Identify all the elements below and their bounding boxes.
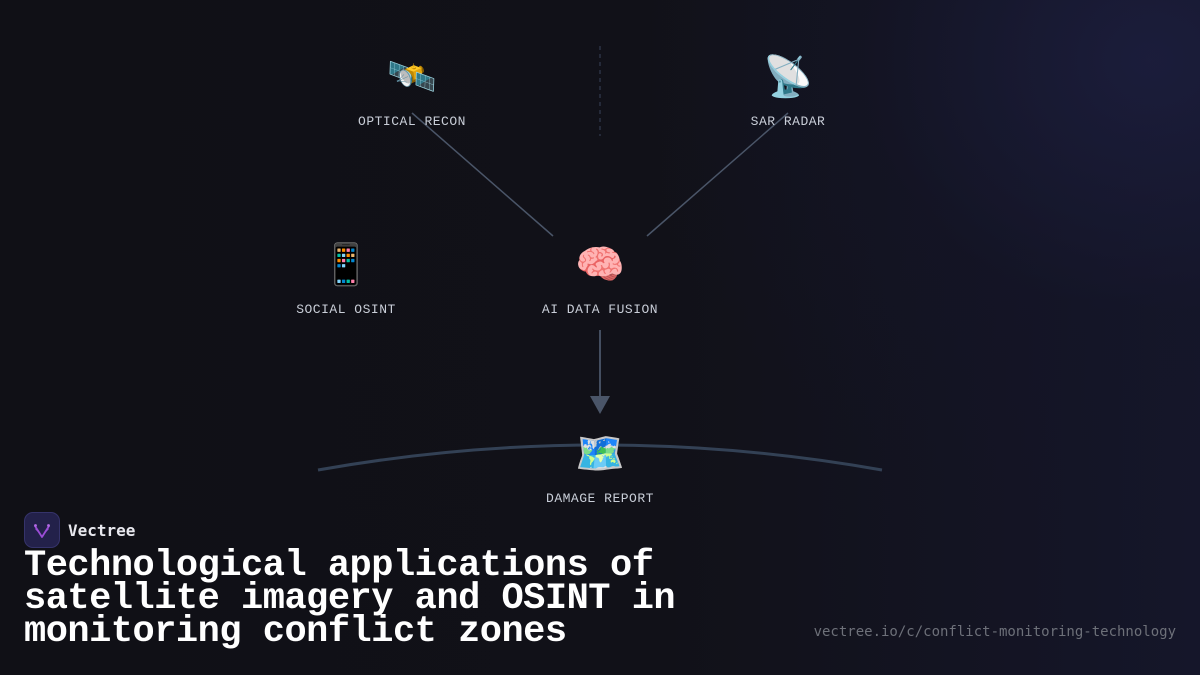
node-social-osint: 📱 SOCIAL OSINT	[256, 240, 436, 317]
page-url: vectree.io/c/conflict-monitoring-technol…	[813, 624, 1176, 640]
arrow-head-icon	[590, 396, 610, 414]
node-optical-recon: 🛰️ OPTICAL RECON	[322, 52, 502, 129]
horizon-arc	[317, 443, 883, 472]
edge-sar-to-fusion	[646, 112, 789, 237]
satellite-icon: 🛰️	[387, 54, 437, 100]
node-label: OPTICAL RECON	[358, 114, 466, 129]
vectree-logo-icon	[24, 512, 60, 548]
node-label: AI DATA FUSION	[541, 302, 659, 317]
mobile-phone-icon: 📱	[321, 242, 371, 288]
brand: Vectree	[24, 512, 135, 548]
brand-name: Vectree	[68, 520, 136, 540]
satellite-dish-icon: 📡	[763, 54, 813, 100]
node-label: DAMAGE REPORT	[546, 491, 654, 506]
brain-icon: 🧠	[575, 242, 625, 288]
node-label: SOCIAL OSINT	[296, 302, 396, 317]
edge-optical-to-fusion	[411, 112, 554, 237]
node-sar-radar: 📡 SAR RADAR	[698, 52, 878, 129]
node-ai-data-fusion: 🧠 AI DATA FUSION	[510, 240, 690, 317]
node-label: SAR RADAR	[750, 114, 826, 129]
world-map-icon: 🗺️	[575, 431, 625, 477]
page-title: Technological applications of satellite …	[24, 545, 676, 653]
node-damage-report: 🗺️ DAMAGE REPORT	[510, 429, 690, 506]
